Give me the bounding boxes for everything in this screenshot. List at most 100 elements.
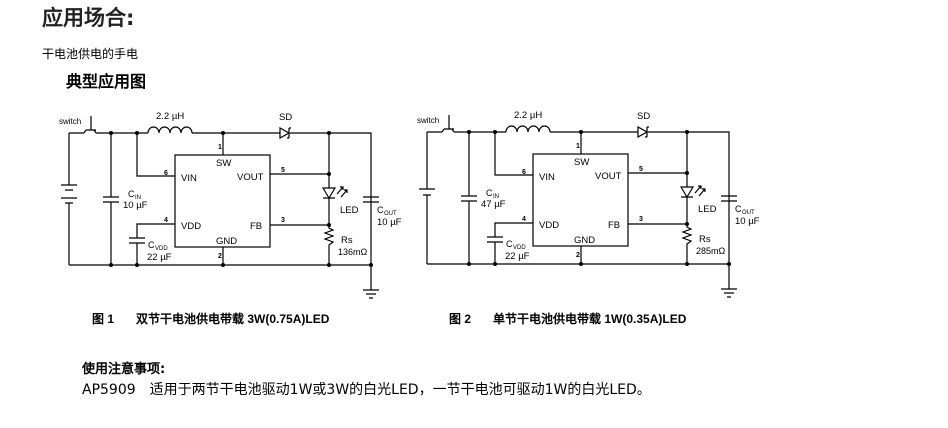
wire-top bbox=[69, 132, 372, 290]
junction-dot bbox=[327, 131, 331, 135]
pin-sw-label: SW bbox=[574, 157, 589, 168]
figure-2-caption: 图 2 单节干电池供电带载 1W(0.35A)LED bbox=[449, 310, 686, 327]
capacitor-cout-icon bbox=[721, 195, 737, 202]
junction-dot bbox=[109, 131, 113, 135]
junction-dot bbox=[685, 171, 689, 175]
cvdd-value: 22 µF bbox=[147, 252, 172, 263]
schottky-diode-icon bbox=[279, 126, 291, 140]
junction-dot bbox=[221, 131, 225, 135]
led-icon bbox=[679, 132, 695, 224]
switch-icon bbox=[83, 116, 97, 134]
part-number: AP5909 bbox=[82, 382, 136, 398]
figure-caption-text: 双节干电池供电带载 3W(0.75A)LED bbox=[136, 312, 330, 326]
cin-label: C bbox=[128, 189, 135, 199]
battery-icon bbox=[419, 132, 435, 264]
capacitor-cvdd-icon bbox=[129, 223, 175, 265]
led-icon bbox=[321, 133, 337, 225]
rs-value: 136mΩ bbox=[338, 247, 368, 257]
wire-vin bbox=[136, 133, 175, 177]
resistor-icon bbox=[681, 224, 693, 264]
inductor-label: 2.2 µH bbox=[514, 110, 542, 121]
rs-value: 285mΩ bbox=[696, 246, 726, 256]
section-title: 应用场合: bbox=[42, 6, 135, 30]
pin-vin-label: VIN bbox=[181, 173, 197, 184]
pin-gnd-label: GND bbox=[216, 236, 237, 247]
inductor-label: 2.2 µH bbox=[156, 111, 184, 122]
junction-dot bbox=[467, 262, 471, 266]
pin-vout-label: VOUT bbox=[595, 171, 622, 182]
pin-number: 6 bbox=[164, 170, 168, 177]
notes-body: 适用于两节干电池驱动1W或3W的白光LED，一节干电池可驱动1W的白光LED。 bbox=[149, 382, 651, 398]
switch-icon bbox=[441, 115, 455, 133]
junction-dot bbox=[579, 262, 583, 266]
cvdd-subscript: VDD bbox=[513, 245, 526, 251]
cout-label: C bbox=[377, 205, 384, 215]
wire-top bbox=[427, 131, 730, 289]
junction-dot bbox=[135, 263, 139, 267]
junction-dot bbox=[327, 263, 331, 267]
junction-dot bbox=[685, 222, 689, 226]
capacitor-cout-icon bbox=[363, 196, 379, 203]
junction-dot bbox=[493, 262, 497, 266]
cout-value: 10 µF bbox=[735, 216, 760, 227]
ic-chip bbox=[174, 154, 271, 248]
inductor-icon bbox=[147, 126, 193, 134]
figure-number: 图 2 bbox=[449, 312, 472, 326]
light-arrows-icon bbox=[336, 186, 348, 198]
pin-sw-label: SW bbox=[216, 158, 231, 169]
junction-dot bbox=[221, 263, 225, 267]
diode-label: SD bbox=[279, 112, 292, 123]
notes-text: AP5909 适用于两节干电池驱动1W或3W的白光LED，一节干电池可驱动1W的白… bbox=[82, 379, 651, 399]
light-arrows-icon bbox=[694, 185, 706, 197]
cvdd-label: C bbox=[148, 240, 155, 250]
pin-number: 5 bbox=[639, 166, 643, 173]
pin-number: 6 bbox=[522, 169, 526, 176]
pin-vdd-label: VDD bbox=[181, 221, 201, 232]
junction-dot bbox=[579, 130, 583, 134]
pin-gnd-label: GND bbox=[574, 235, 595, 246]
pin-vout-label: VOUT bbox=[237, 172, 264, 183]
application-text: 干电池供电的手电 bbox=[42, 47, 139, 61]
junction-dot bbox=[327, 223, 331, 227]
figures-heading: 典型应用图 bbox=[66, 72, 147, 91]
inductor-icon bbox=[505, 125, 551, 133]
switch-label: switch bbox=[59, 117, 81, 126]
battery-icon bbox=[61, 133, 77, 265]
resistor-icon bbox=[323, 225, 335, 265]
pin-number: 2 bbox=[576, 252, 580, 259]
pin-vdd-label: VDD bbox=[539, 220, 559, 231]
led-label: LED bbox=[340, 205, 359, 216]
diode-label: SD bbox=[637, 111, 650, 122]
cout-label: C bbox=[735, 204, 742, 214]
pin-number: 1 bbox=[576, 143, 580, 150]
figure-number: 图 1 bbox=[92, 312, 115, 326]
pin-vin-label: VIN bbox=[539, 172, 555, 183]
pin-number: 4 bbox=[522, 216, 526, 223]
cin-subscript: IN bbox=[493, 194, 499, 200]
pin-fb-label: FB bbox=[608, 220, 620, 231]
junction-dot bbox=[109, 263, 113, 267]
cvdd-label: C bbox=[506, 239, 513, 249]
ground-icon bbox=[721, 288, 737, 298]
junction-dot bbox=[369, 263, 373, 267]
ground-icon bbox=[363, 289, 379, 299]
pin-fb-label: FB bbox=[250, 221, 262, 232]
junction-dot bbox=[685, 262, 689, 266]
wire-vout-fb bbox=[270, 173, 329, 226]
figure-caption-text: 单节干电池供电带载 1W(0.35A)LED bbox=[493, 312, 687, 326]
pin-number: 2 bbox=[218, 253, 222, 260]
junction-dot bbox=[135, 131, 139, 135]
cin-subscript: IN bbox=[135, 195, 141, 201]
junction-dot bbox=[727, 262, 731, 266]
cvdd-subscript: VDD bbox=[155, 246, 168, 252]
rs-label: Rs bbox=[699, 234, 711, 245]
cin-label: C bbox=[486, 188, 493, 198]
junction-dot bbox=[685, 130, 689, 134]
cout-value: 10 µF bbox=[377, 217, 402, 228]
rs-label: Rs bbox=[341, 235, 353, 246]
cvdd-value: 22 µF bbox=[505, 251, 530, 262]
junction-dot bbox=[493, 130, 497, 134]
notes-title: 使用注意事项: bbox=[82, 362, 166, 377]
figure-1-caption: 图 1 双节干电池供电带载 3W(0.75A)LED bbox=[92, 310, 329, 327]
